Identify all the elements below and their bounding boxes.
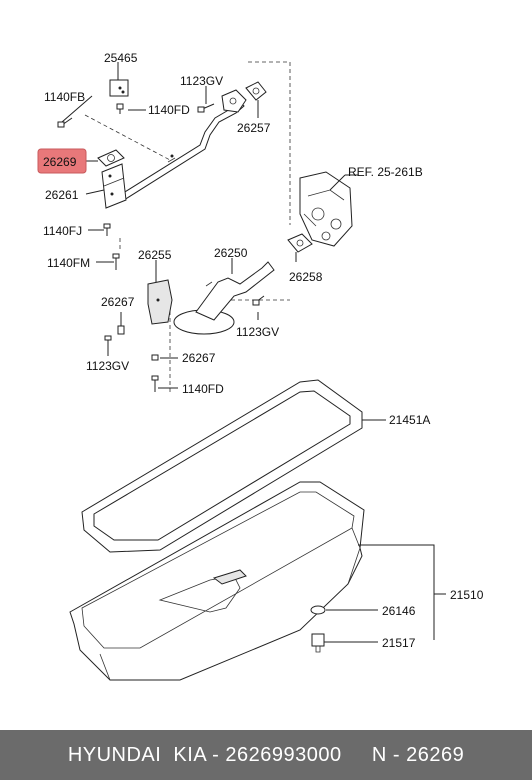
- footer-bar: HYUNDAI KIA - 2626993000 N - 26269: [0, 730, 532, 780]
- bolt-1140FD-bottom: [151, 375, 159, 392]
- flange-26261: [101, 163, 127, 209]
- callout-25465: 25465: [104, 51, 138, 65]
- oil-pump-housing-ref: [299, 171, 358, 247]
- callout-1123GV-left: 1123GV: [86, 359, 129, 373]
- bolt-1123GV-left: [104, 335, 112, 352]
- callout-21517: 21517: [382, 636, 416, 650]
- gasket-26269: [97, 149, 125, 167]
- oil-pan-21510: [69, 481, 365, 681]
- callout-26255: 26255: [138, 248, 172, 262]
- bolt-1140FD-top: [116, 103, 124, 114]
- callout-26267-b: 26267: [182, 351, 216, 365]
- callout-26258: 26258: [289, 270, 323, 284]
- callout-21451A: 21451A: [389, 413, 430, 427]
- parts-exploded-diagram: 25465 1140FB 1140FD 1123GV 26257 26269 2…: [37, 51, 484, 681]
- bracket-25465: [109, 70, 129, 97]
- callout-1123GV-mid: 1123GV: [236, 325, 279, 339]
- bolt-1123GV-mid: [252, 295, 265, 306]
- bolt-1140FB: [57, 117, 73, 128]
- callout-1140FD-top: 1140FD: [148, 103, 190, 117]
- bracket-26255: [147, 279, 173, 325]
- oil-pan-gasket-21451A: [81, 379, 363, 553]
- callout-1140FM: 1140FM: [47, 256, 90, 270]
- callout-1123GV-top: 1123GV: [180, 74, 223, 88]
- callout-21510: 21510: [450, 588, 484, 602]
- highlight-box-26269: [37, 148, 87, 174]
- callout-26257: 26257: [237, 121, 271, 135]
- gasket-26258: [287, 233, 313, 253]
- callout-26146: 26146: [382, 604, 416, 618]
- bolt-1140FM: [112, 253, 120, 270]
- bolt-1140FJ: [103, 223, 111, 236]
- callout-1140FD-bottom: 1140FD: [182, 382, 224, 396]
- oil-suction-pipe-26257: [119, 89, 247, 201]
- callout-26269: 26269: [43, 155, 77, 169]
- gasket-26257: [245, 81, 267, 101]
- callout-26267-a: 26267: [101, 295, 135, 309]
- callout-ref-25-261B: REF. 25-261B: [348, 165, 423, 179]
- callout-26261: 26261: [45, 188, 79, 202]
- footer-part-number: HYUNDAI KIA - 2626993000 N - 26269: [67, 743, 465, 766]
- bolt-1123GV-top: [197, 103, 215, 113]
- reference-dashed-frame: [84, 61, 291, 395]
- callout-26250: 26250: [214, 246, 248, 260]
- leader-lines: [61, 62, 446, 643]
- callout-1140FB: 1140FB: [44, 90, 85, 104]
- washer-26267-b: [151, 354, 159, 361]
- callout-1140FJ: 1140FJ: [43, 224, 82, 238]
- drain-washer-26146: [310, 605, 326, 615]
- oil-strainer-26250: [173, 261, 275, 335]
- washer-26267-a: [117, 325, 125, 335]
- drain-plug-21517: [311, 633, 325, 653]
